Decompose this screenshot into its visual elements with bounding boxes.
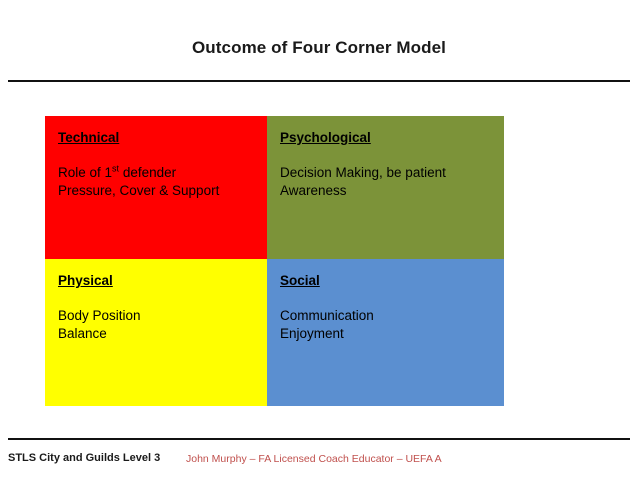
quadrant-technical-line-1-superscript: st	[112, 163, 120, 174]
four-corner-matrix: Technical Role of 1st defender Pressure,…	[45, 116, 504, 406]
footer-course-label: STLS City and Guilds Level 3	[8, 452, 161, 464]
quadrant-technical-line-2: Pressure, Cover & Support	[58, 183, 220, 198]
quadrant-technical-line-1-main: Role of 1	[58, 165, 113, 180]
quadrant-psychological-heading: Psychological	[280, 130, 371, 145]
quadrant-technical-heading: Technical	[58, 130, 120, 145]
footer-author-label: John Murphy – FA Licensed Coach Educator…	[186, 453, 442, 465]
quadrant-social: Social Communication Enjoyment	[267, 259, 504, 406]
quadrant-psychological-line-1: Decision Making, be patient	[280, 165, 446, 180]
title-divider	[8, 80, 630, 82]
quadrant-social-line-2: Enjoyment	[280, 326, 344, 341]
quadrant-technical-line-1-rest: defender	[119, 165, 177, 180]
quadrant-social-line-1: Communication	[280, 308, 374, 323]
quadrant-social-heading: Social	[280, 273, 320, 288]
quadrant-physical-line-2: Balance	[58, 326, 107, 341]
quadrant-technical-line-1: Role of 1st defender	[58, 164, 267, 182]
quadrant-psychological-line-2: Awareness	[280, 183, 347, 198]
quadrant-psychological: Psychological Decision Making, be patien…	[267, 116, 504, 259]
page-title: Outcome of Four Corner Model	[191, 38, 447, 57]
footer-divider	[8, 438, 630, 440]
quadrant-physical-line-1: Body Position	[58, 308, 141, 323]
quadrant-technical: Technical Role of 1st defender Pressure,…	[45, 116, 267, 259]
quadrant-physical-heading: Physical	[58, 273, 113, 288]
quadrant-physical: Physical Body Position Balance	[45, 259, 267, 406]
